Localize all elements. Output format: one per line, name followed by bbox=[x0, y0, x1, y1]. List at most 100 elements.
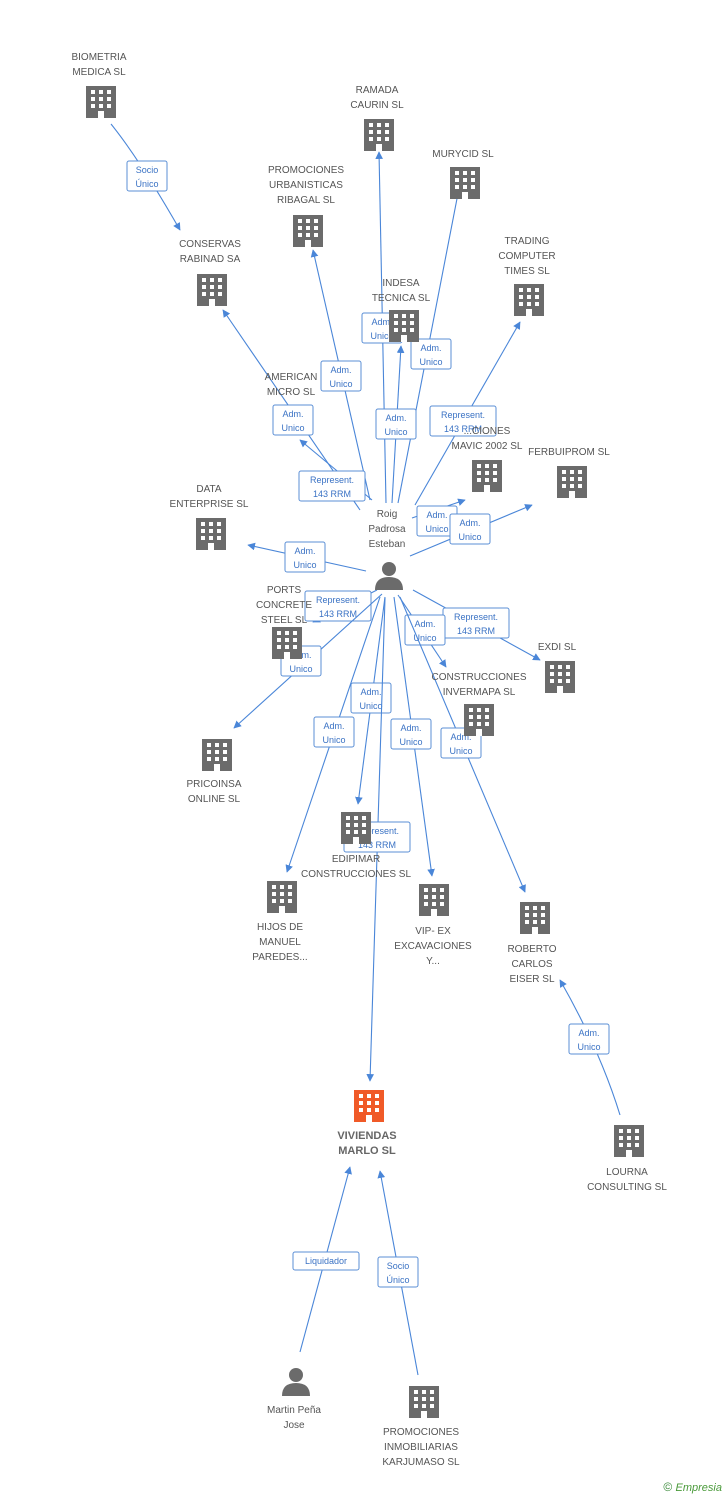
edge-label[interactable]: Adm.Unico bbox=[375, 408, 417, 440]
node-label[interactable]: FERBUIPROM SL bbox=[528, 447, 610, 458]
edge-label-box[interactable] bbox=[568, 1023, 610, 1055]
edge-label-box[interactable] bbox=[350, 682, 392, 714]
brand-name[interactable]: Empresia bbox=[675, 1482, 722, 1494]
node-hijos[interactable]: HIJOS DE MANUEL PAREDES... bbox=[252, 881, 308, 963]
node-exdi[interactable]: EXDI SL bbox=[538, 642, 577, 693]
node-label[interactable]: AMERICAN bbox=[265, 372, 318, 383]
building-icon[interactable] bbox=[272, 627, 302, 659]
building-icon[interactable] bbox=[267, 881, 297, 913]
node-label[interactable]: VIVIENDAS bbox=[337, 1130, 396, 1142]
node-label[interactable]: PRICOINSA bbox=[186, 779, 241, 790]
building-icon[interactable] bbox=[472, 460, 502, 492]
edge-label[interactable]: Represent.143 RRM bbox=[429, 405, 497, 437]
edge-label-box[interactable] bbox=[272, 404, 314, 436]
edge-label-box[interactable] bbox=[390, 718, 432, 750]
node-label[interactable]: Roig bbox=[377, 509, 398, 520]
node-american[interactable]: AMERICAN MICRO SL bbox=[265, 372, 318, 398]
building-icon[interactable] bbox=[86, 86, 116, 118]
node-label[interactable]: PROMOCIONES bbox=[268, 165, 344, 176]
edge-label-box[interactable] bbox=[320, 360, 362, 392]
building-icon[interactable] bbox=[354, 1090, 384, 1122]
node-label[interactable]: TRADING bbox=[505, 236, 550, 247]
node-roberto[interactable]: ROBERTO CARLOS EISER SL bbox=[507, 902, 557, 985]
building-icon[interactable] bbox=[520, 902, 550, 934]
node-label[interactable]: CONSTRUCCIONES SL bbox=[301, 869, 411, 880]
edge-label-box[interactable] bbox=[404, 614, 446, 646]
node-label[interactable]: ...CIONES bbox=[464, 426, 511, 437]
building-icon[interactable] bbox=[293, 215, 323, 247]
node-label[interactable]: INMOBILIARIAS bbox=[384, 1442, 458, 1453]
edge-label-box[interactable] bbox=[126, 160, 168, 192]
edge-label-box[interactable] bbox=[284, 541, 326, 573]
edge-label-box[interactable] bbox=[313, 716, 355, 748]
node-label[interactable]: Martin Peña bbox=[267, 1405, 321, 1416]
node-label[interactable]: Esteban bbox=[369, 539, 406, 550]
building-icon[interactable] bbox=[197, 274, 227, 306]
edge-label[interactable]: Adm.Unico bbox=[320, 360, 362, 392]
node-label[interactable]: CONSTRUCCIONES bbox=[431, 672, 526, 683]
node-label[interactable]: PROMOCIONES bbox=[383, 1427, 459, 1438]
node-label[interactable]: PORTS bbox=[267, 585, 302, 596]
edge-label[interactable]: Represent.143 RRM bbox=[442, 607, 510, 639]
edge-label-box[interactable] bbox=[298, 470, 366, 502]
node-label[interactable]: CONCRETE bbox=[256, 600, 312, 611]
node-label[interactable]: ROBERTO bbox=[507, 944, 556, 955]
edge-label[interactable]: Represent.143 RRM bbox=[298, 470, 366, 502]
node-label[interactable]: COMPUTER bbox=[498, 251, 555, 262]
building-icon[interactable] bbox=[341, 812, 371, 844]
node-label[interactable]: EXDI SL bbox=[538, 642, 577, 653]
node-label[interactable]: ONLINE SL bbox=[188, 794, 241, 805]
node-label[interactable]: Jose bbox=[283, 1420, 305, 1431]
building-icon[interactable] bbox=[196, 518, 226, 550]
building-icon[interactable] bbox=[364, 119, 394, 151]
node-label[interactable]: HIJOS DE bbox=[257, 922, 303, 933]
person-icon[interactable] bbox=[375, 562, 403, 590]
person-icon[interactable] bbox=[282, 1368, 310, 1396]
edge-label-box[interactable] bbox=[377, 1256, 419, 1288]
building-icon[interactable] bbox=[614, 1125, 644, 1157]
edge-label[interactable]: Adm.Unico bbox=[416, 505, 458, 537]
node-indesa[interactable]: INDESA TECNICA SL bbox=[372, 278, 431, 342]
node-label[interactable]: MICRO SL bbox=[267, 387, 316, 398]
building-icon[interactable] bbox=[464, 704, 494, 736]
node-label[interactable]: EISER SL bbox=[509, 974, 554, 985]
edge-label-box[interactable] bbox=[292, 1251, 360, 1271]
building-icon[interactable] bbox=[419, 884, 449, 916]
node-label[interactable]: INDESA bbox=[382, 278, 420, 289]
building-icon[interactable] bbox=[514, 284, 544, 316]
node-label[interactable]: CONSERVAS bbox=[179, 239, 241, 250]
node-construcciones-inv[interactable]: CONSTRUCCIONES INVERMAPA SL bbox=[431, 672, 527, 736]
edge-label-box[interactable] bbox=[449, 513, 491, 545]
edge-label[interactable]: Liquidador bbox=[292, 1251, 360, 1271]
node-label[interactable]: RAMADA bbox=[356, 85, 399, 96]
node-label[interactable]: ENTERPRISE SL bbox=[170, 499, 249, 510]
node-label[interactable]: PAREDES... bbox=[252, 952, 307, 963]
node-label[interactable]: LOURNA bbox=[606, 1167, 648, 1178]
edge-label[interactable]: Adm.Unico bbox=[272, 404, 314, 436]
node-label[interactable]: STEEL SL bbox=[261, 615, 308, 626]
edge-label[interactable]: Adm.Unico bbox=[390, 718, 432, 750]
building-icon[interactable] bbox=[202, 739, 232, 771]
node-murycid[interactable]: MURYCID SL bbox=[432, 149, 494, 199]
edge-label[interactable]: Adm.Unico bbox=[568, 1023, 610, 1055]
edge-label-box[interactable] bbox=[304, 590, 372, 622]
node-label[interactable]: MEDICA SL bbox=[72, 67, 126, 78]
node-label[interactable]: KARJUMASO SL bbox=[382, 1457, 460, 1468]
node-label[interactable]: Y... bbox=[426, 956, 440, 967]
edge-label[interactable]: Adm.Unico bbox=[313, 716, 355, 748]
edge-label[interactable]: Represent.143 RRM bbox=[304, 590, 372, 622]
node-label[interactable]: RABINAD SA bbox=[180, 254, 241, 265]
node-label[interactable]: INVERMAPA SL bbox=[443, 687, 516, 698]
node-label[interactable]: TECNICA SL bbox=[372, 293, 431, 304]
node-label[interactable]: MANUEL bbox=[259, 937, 301, 948]
node-label[interactable]: CARLOS bbox=[511, 959, 552, 970]
edge-label[interactable]: Adm.Unico bbox=[350, 682, 392, 714]
